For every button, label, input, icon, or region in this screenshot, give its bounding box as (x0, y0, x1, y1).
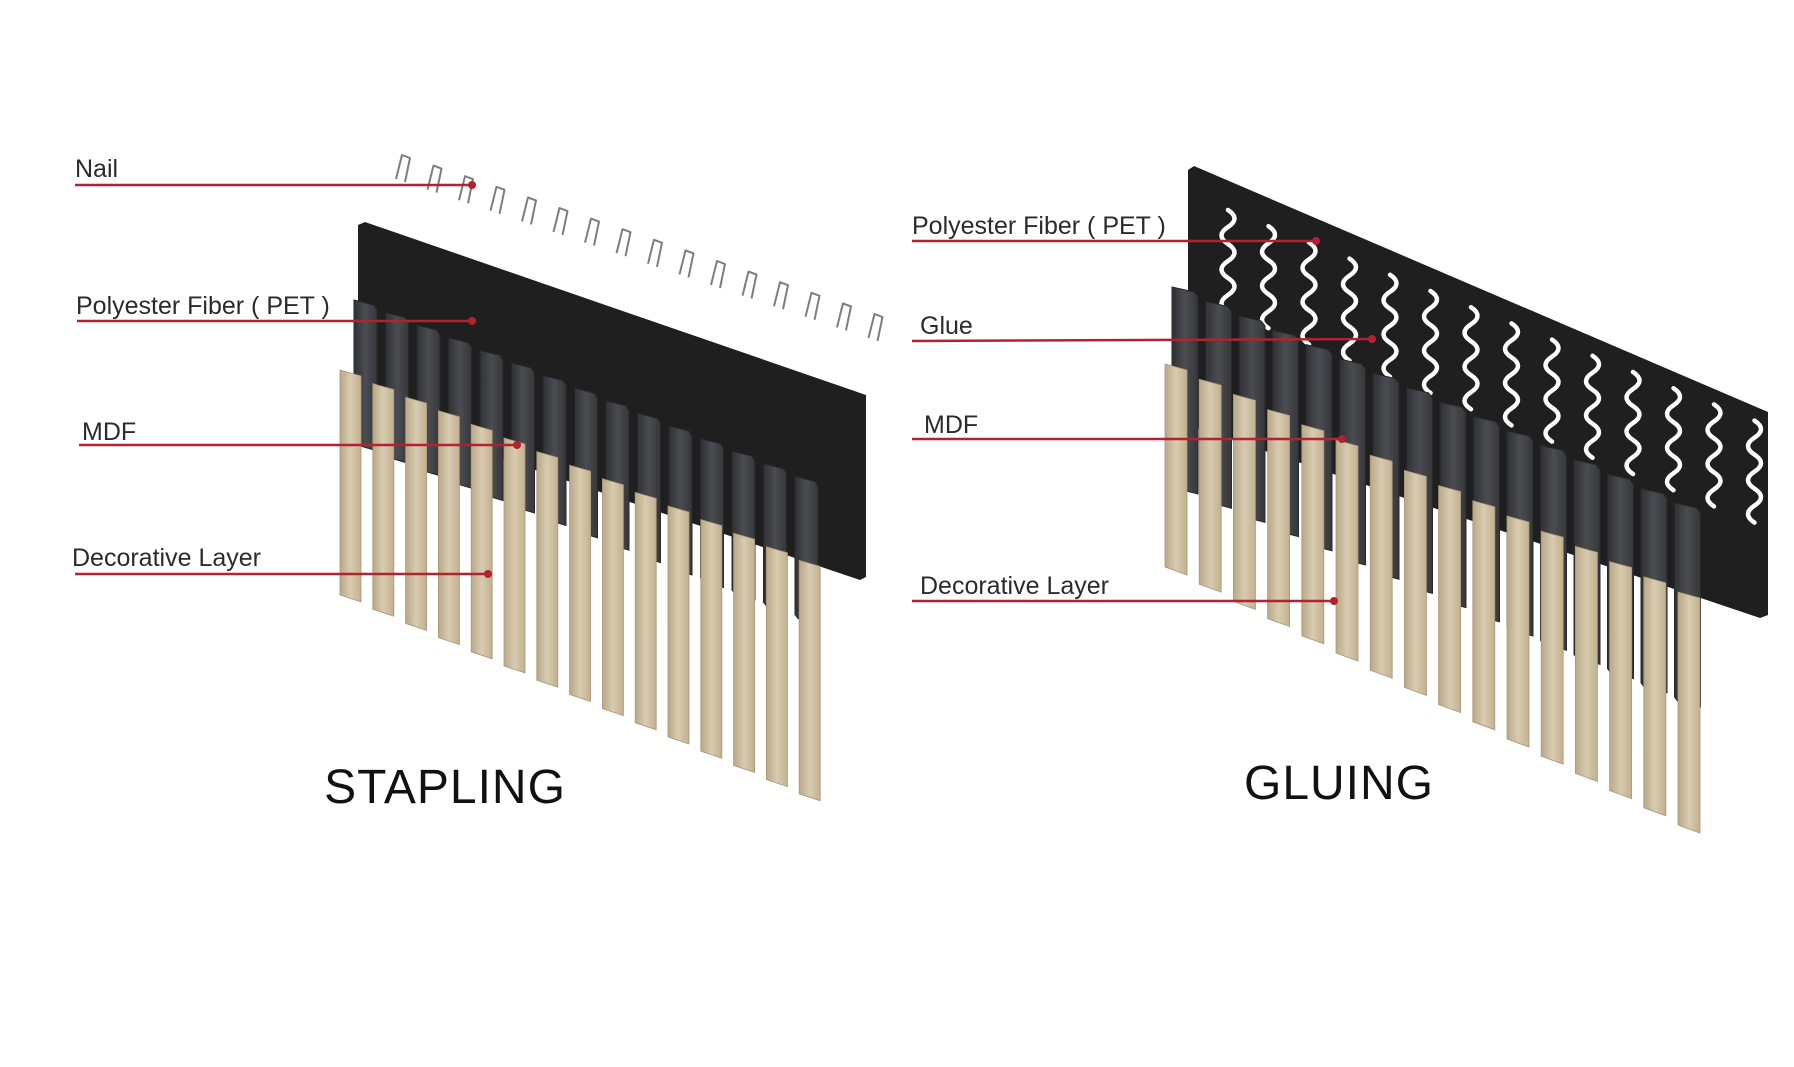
glue-bead (1300, 240, 1318, 347)
decorative-strip (372, 383, 395, 617)
decorative-strip (569, 464, 591, 702)
gluing-decorative-strips (1164, 363, 1701, 834)
nail-staple (804, 291, 821, 321)
gluing-assembly (1164, 166, 1768, 834)
decorative-strip (1369, 454, 1393, 679)
decorative-strip (503, 437, 526, 674)
nail-staple (615, 228, 632, 257)
nail-staple (741, 270, 758, 299)
callout-pet: Polyester Fiber ( PET ) (76, 292, 476, 325)
gluing-glue-beads (1219, 207, 1764, 525)
title-stapling: STAPLING (324, 761, 566, 814)
callout-gluing-decorative: Decorative Layer (912, 572, 1338, 605)
label-gluing-decorative: Decorative Layer (920, 572, 1109, 600)
decorative-strip (1609, 561, 1632, 800)
decorative-strip (1198, 378, 1222, 593)
decorative-strip (405, 396, 428, 631)
decorative-strip (667, 505, 690, 745)
decorative-strip (1677, 591, 1701, 834)
decorative-strip (700, 519, 723, 759)
decorative-strip (1540, 530, 1564, 765)
stapling-assembly (339, 154, 884, 802)
label-pet: Polyester Fiber ( PET ) (76, 292, 330, 320)
decorative-strip (536, 451, 559, 688)
nail-staple (836, 302, 852, 331)
stapling-callouts: Nail Polyester Fiber ( PET ) MDF Decorat… (72, 155, 521, 578)
decorative-strip (1404, 469, 1427, 696)
decorative-strip (798, 559, 821, 802)
nail-staple (521, 196, 537, 225)
callout-glue: Glue (911, 312, 1376, 343)
nail-staple (458, 175, 474, 204)
decorative-strip (339, 369, 362, 603)
decorative-strip (1438, 485, 1461, 714)
callout-decorative: Decorative Layer (72, 544, 492, 578)
decorative-strip (1301, 424, 1325, 645)
glue-bead (1624, 369, 1642, 477)
label-glue: Glue (920, 312, 973, 340)
glue-bead (1705, 402, 1723, 509)
glue-bead (1340, 256, 1359, 363)
title-gluing: GLUING (1244, 757, 1434, 810)
nail-staple (584, 217, 600, 246)
nail-staple (552, 207, 569, 236)
glue-bead (1381, 272, 1399, 380)
stapling-decorative-strips (339, 369, 821, 802)
decorative-strip (766, 546, 788, 788)
nail-staple (678, 249, 695, 278)
glue-bead (1664, 385, 1683, 493)
decorative-strip (1472, 500, 1496, 731)
nail-staple (395, 154, 411, 183)
decorative-strip (733, 532, 755, 773)
label-gluing-pet: Polyester Fiber ( PET ) (912, 212, 1166, 240)
glue-bead (1502, 321, 1521, 428)
gluing-callouts: Polyester Fiber ( PET ) Glue MDF Decorat… (911, 212, 1376, 605)
decorative-strip (1506, 515, 1530, 748)
decorative-strip (437, 410, 460, 646)
stapling-nails (395, 154, 884, 342)
glue-bead (1219, 207, 1237, 315)
label-nail: Nail (75, 155, 118, 183)
nail-staple (867, 313, 884, 342)
glue-bead (1462, 304, 1480, 412)
glue-bead (1543, 337, 1561, 444)
callout-nail: Nail (75, 155, 476, 189)
decorative-strip (1335, 439, 1359, 662)
decorative-strip (1164, 363, 1188, 576)
glue-bead (1421, 288, 1440, 396)
callout-gluing-mdf: MDF (912, 411, 1346, 443)
glue-bead (1745, 418, 1764, 525)
glue-bead (1583, 353, 1602, 461)
nail-staple (773, 281, 789, 310)
label-gluing-mdf: MDF (924, 411, 978, 439)
nail-staple (710, 260, 726, 289)
decorative-strip (1643, 576, 1667, 817)
decorative-strip (470, 423, 493, 660)
callout-gluing-pet: Polyester Fiber ( PET ) (912, 212, 1320, 245)
nail-staple (647, 238, 663, 268)
decorative-strip (602, 478, 624, 717)
label-decorative: Decorative Layer (72, 544, 261, 572)
decorative-strip (1233, 393, 1256, 610)
decorative-strip (634, 491, 657, 731)
nail-staple (489, 185, 506, 215)
decorative-strip (1575, 545, 1598, 782)
nail-staple (426, 164, 443, 193)
glue-bead (1259, 223, 1278, 331)
callout-mdf: MDF (79, 418, 521, 449)
decorative-strip (1267, 409, 1290, 628)
label-mdf: MDF (82, 418, 136, 446)
